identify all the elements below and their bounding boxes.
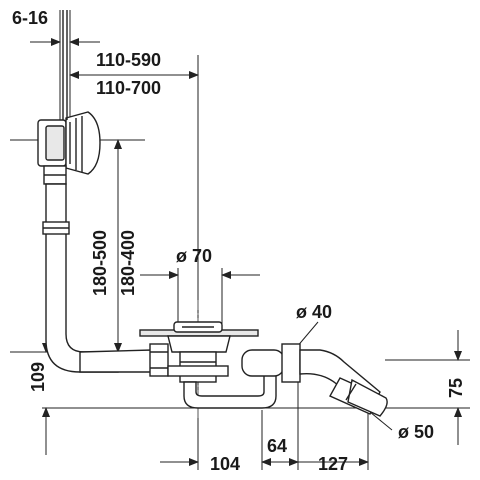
grip-range-label: 6-16 [12, 8, 48, 28]
trap [183, 343, 301, 409]
outlet-pipe [299, 349, 388, 417]
vertical-range-b-label: 180-400 [118, 230, 138, 296]
dimension-lines [30, 38, 462, 466]
width-64-label: 64 [267, 436, 287, 456]
horizontal-range-a-label: 110-590 [96, 50, 161, 70]
horizontal-range-b-label: 110-700 [96, 78, 161, 98]
overflow-assembly [37, 10, 119, 373]
pipe-diameter-40-label: ø 40 [296, 302, 332, 322]
pipe-diameter-50-label: ø 50 [398, 422, 434, 442]
width-127-label: 127 [318, 454, 348, 474]
drain-assembly [139, 321, 259, 383]
vertical-range-a-label: 180-500 [90, 230, 110, 296]
dimension-labels: 6-16 110-590 110-700 180-500 180-400 ø 7… [12, 8, 466, 474]
drain-diameter-label: ø 70 [176, 246, 212, 266]
width-104-label: 104 [210, 454, 240, 474]
height-75-label: 75 [446, 378, 466, 398]
height-109-label: 109 [28, 362, 48, 392]
overflow-pipe [79, 343, 169, 377]
